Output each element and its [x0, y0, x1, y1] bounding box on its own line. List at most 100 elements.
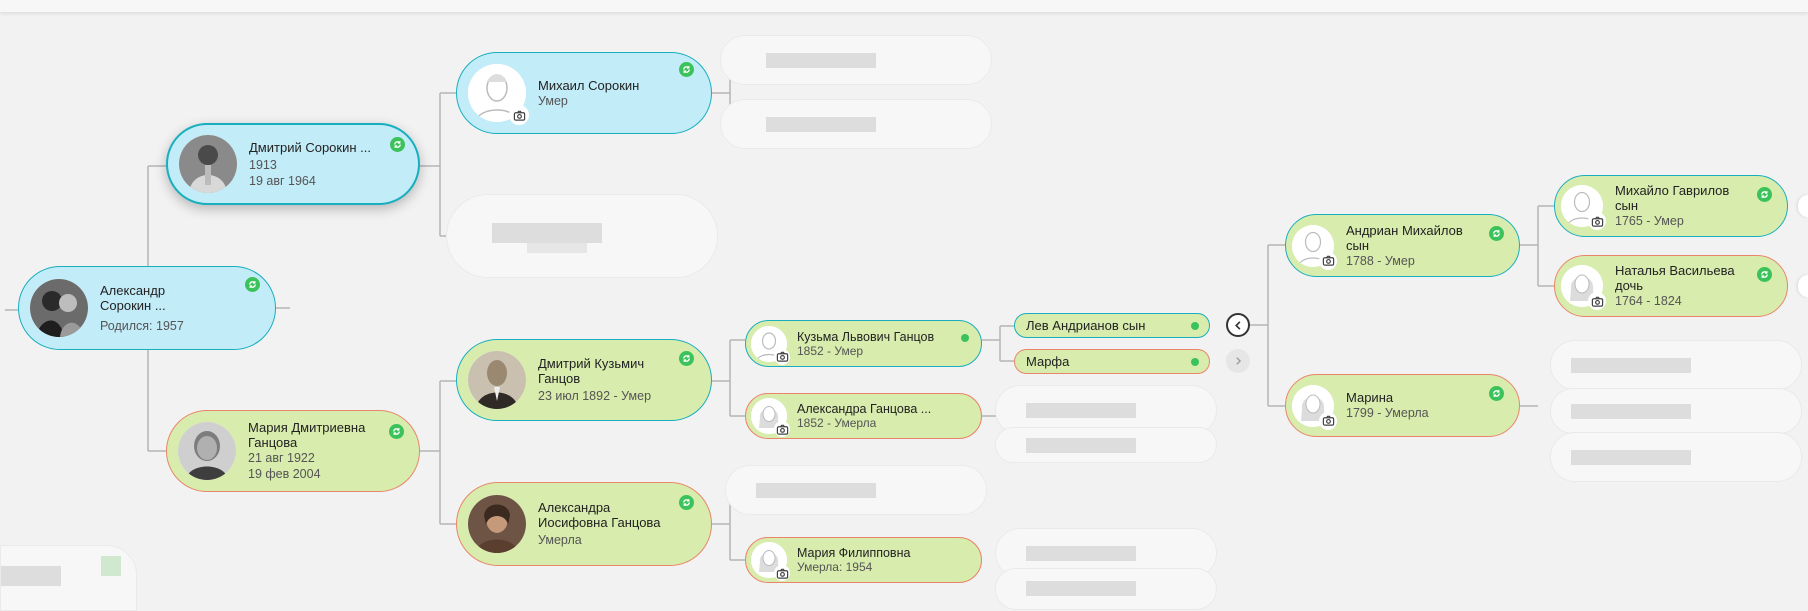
person-dates: 23 июл 1892 - Умер	[538, 389, 652, 403]
status-dot-icon	[961, 334, 969, 342]
avatar	[751, 398, 790, 437]
sync-icon[interactable]	[1757, 187, 1772, 202]
person-name: Александр Сорокин ...	[100, 282, 166, 313]
person-card-dmitriy-gantsov[interactable]: Дмитрий Кузьмич Ганцов 23 июл 1892 - Уме…	[456, 339, 712, 421]
person-name: Наталья Васильева дочь	[1615, 263, 1735, 293]
female-silhouette-icon	[1561, 265, 1603, 307]
sync-icon[interactable]	[1489, 386, 1504, 401]
expand-ancestors-handle[interactable]	[1798, 195, 1808, 217]
person-birth-date: 21 авг 1922	[248, 451, 315, 465]
person-pill-marfa[interactable]: Марфа	[1014, 349, 1210, 374]
add-photo-icon[interactable]	[774, 565, 790, 581]
expand-ancestors-handle[interactable]	[1798, 275, 1808, 297]
person-card-marina[interactable]: Марина 1799 - Умерла	[1285, 374, 1520, 437]
status-dot-icon	[1191, 358, 1199, 366]
top-toolbar	[0, 0, 1808, 12]
avatar	[179, 135, 237, 193]
chevron-right-icon	[1236, 357, 1242, 365]
chevron-left-icon	[1234, 320, 1240, 330]
person-dates: Умер	[538, 93, 568, 108]
avatar	[178, 422, 236, 480]
avatar	[468, 495, 526, 553]
person-dates: 1852 - Умерла	[797, 416, 877, 430]
hidden-relative-placeholder	[0, 545, 137, 611]
hidden-relative-placeholder	[995, 568, 1217, 610]
hidden-relative-placeholder	[1550, 388, 1802, 434]
person-dates: Умерла	[538, 533, 582, 547]
person-card-maria-filippovna[interactable]: Мария Филипповна Умерла: 1954	[745, 537, 982, 583]
person-card-mikhailo[interactable]: Михайло Гаврилов сын 1765 - Умер	[1554, 175, 1788, 237]
photo-icon	[179, 135, 237, 193]
add-photo-icon[interactable]	[1588, 212, 1606, 230]
avatar	[751, 542, 790, 581]
person-birth-date: Родился: 1957	[100, 318, 184, 333]
avatar	[1561, 185, 1606, 230]
photo-icon	[468, 351, 526, 409]
photo-icon	[468, 495, 526, 553]
sync-icon[interactable]	[679, 495, 694, 510]
sync-icon[interactable]	[679, 62, 694, 77]
person-name: Мария Дмитриевна Ганцова	[248, 420, 366, 450]
status-dot-icon	[1191, 322, 1199, 330]
hidden-relative-placeholder	[446, 194, 718, 278]
person-dates: 1788 - Умер	[1346, 253, 1415, 268]
hidden-relative-placeholder	[720, 99, 992, 149]
person-card-maria-gantsova[interactable]: Мария Дмитриевна Ганцова 21 авг 1922 19 …	[166, 410, 420, 492]
add-photo-icon[interactable]	[1319, 411, 1337, 430]
sync-icon[interactable]	[1489, 226, 1504, 241]
hidden-relative-placeholder	[1550, 432, 1802, 482]
person-card-aleksandra-gantsova[interactable]: Александра Ганцова ... 1852 - Умерла	[745, 393, 982, 439]
person-pill-lev[interactable]: Лев Андрианов сын	[1014, 313, 1210, 338]
add-photo-icon[interactable]	[1319, 251, 1337, 270]
avatar	[751, 325, 790, 365]
person-name: Михайло Гаврилов сын	[1615, 183, 1730, 213]
person-dates: 1799 - Умерла	[1346, 406, 1429, 420]
photo-icon	[178, 422, 236, 480]
expand-branch-button[interactable]	[1226, 349, 1250, 373]
person-name: Кузьма Львович Ганцов	[797, 329, 935, 344]
person-death-date: 19 фев 2004	[248, 467, 321, 481]
person-card-mikhail-sorokin[interactable]: Михаил Сорокин Умер	[456, 52, 712, 134]
sync-icon[interactable]	[679, 351, 694, 366]
add-photo-icon[interactable]	[509, 105, 529, 125]
person-dates: 1852 - Умер	[797, 343, 864, 358]
hidden-relative-placeholder	[995, 427, 1217, 463]
photo-icon	[30, 279, 88, 337]
person-name: Мария Филипповна	[797, 546, 911, 560]
hidden-relative-placeholder	[720, 35, 992, 85]
person-name: Александра Иосифовна Ганцова	[538, 500, 661, 530]
person-dates: 1765 - Умер	[1615, 214, 1684, 228]
avatar	[468, 351, 526, 409]
avatar	[468, 64, 529, 125]
add-photo-icon[interactable]	[1588, 292, 1606, 310]
person-dates: Умерла: 1954	[797, 560, 873, 574]
avatar	[1561, 265, 1606, 310]
collapse-branch-button[interactable]	[1226, 313, 1250, 337]
person-name: Александра Ганцова ...	[797, 402, 932, 416]
hidden-relative-placeholder	[725, 465, 987, 515]
person-name: Лев Андрианов сын	[1026, 318, 1146, 333]
person-name: Марина	[1346, 390, 1394, 405]
person-name: Михаил Сорокин	[538, 77, 640, 93]
person-dates: 1764 - 1824	[1615, 294, 1682, 308]
add-photo-icon[interactable]	[774, 421, 790, 437]
person-name: Андриан Михайлов сын	[1346, 222, 1463, 253]
person-card-dmitriy-sorokin[interactable]: Дмитрий Сорокин ... 1913 19 авг 1964	[166, 123, 420, 205]
person-card-andrian[interactable]: Андриан Михайлов сын 1788 - Умер	[1285, 214, 1520, 277]
person-card-aleksandr-sorokin[interactable]: Александр Сорокин ... Родился: 1957	[18, 266, 276, 350]
avatar	[30, 279, 88, 337]
person-card-kuzma-gantsov[interactable]: Кузьма Львович Ганцов 1852 - Умер	[745, 320, 982, 367]
sync-icon[interactable]	[1757, 267, 1772, 282]
avatar	[1292, 224, 1337, 270]
add-photo-icon[interactable]	[774, 348, 790, 365]
person-name: Марфа	[1026, 354, 1070, 369]
sync-icon[interactable]	[390, 137, 405, 152]
person-card-aleksandra-iosifovna[interactable]: Александра Иосифовна Ганцова Умерла	[456, 482, 712, 566]
avatar	[1292, 384, 1337, 430]
sync-icon[interactable]	[245, 277, 260, 292]
female-silhouette-icon	[1292, 384, 1334, 427]
person-name: Дмитрий Кузьмич Ганцов	[538, 356, 645, 386]
person-card-natalya[interactable]: Наталья Васильева дочь 1764 - 1824	[1554, 255, 1788, 317]
sync-icon[interactable]	[389, 424, 404, 439]
person-name: Дмитрий Сорокин ...	[249, 139, 371, 155]
